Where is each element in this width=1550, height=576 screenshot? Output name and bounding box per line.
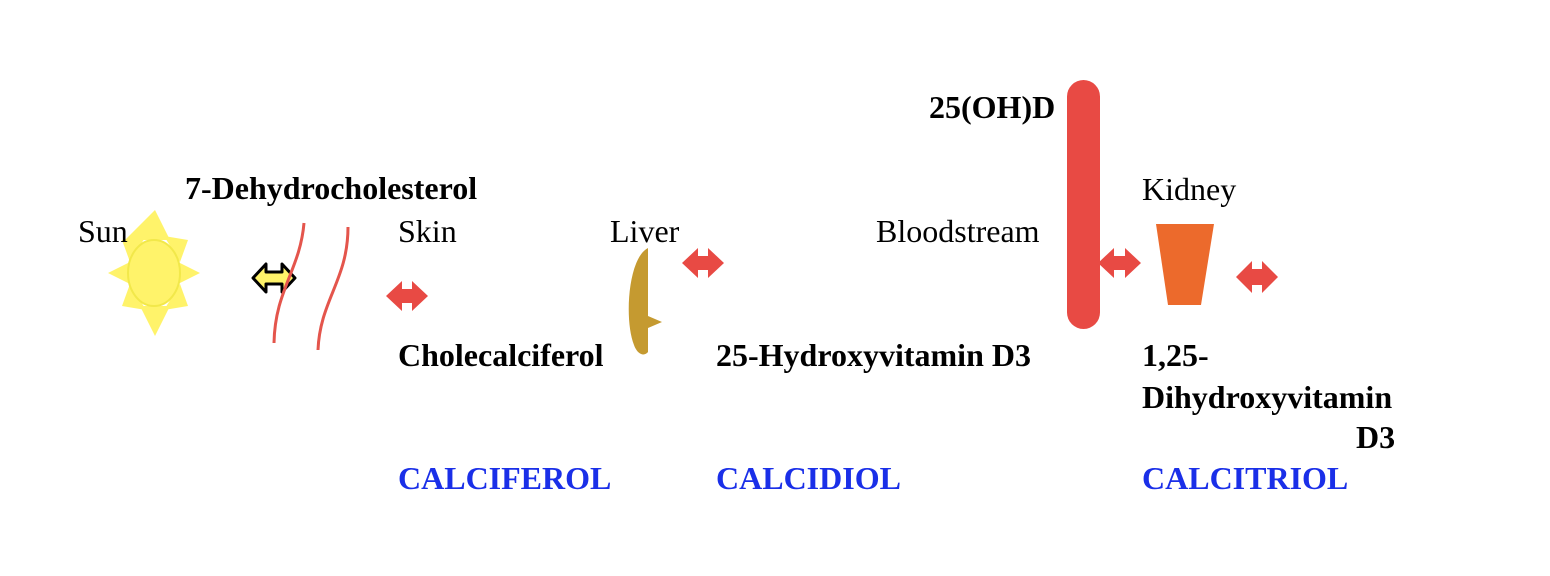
sun-label: Sun <box>78 213 128 249</box>
kidney-icon <box>1156 224 1214 305</box>
calcidiol-label: CALCIDIOL <box>716 460 901 496</box>
skin-label: Skin <box>398 213 457 249</box>
dihydroxyvitamin-label-line1: 1,25- <box>1142 337 1209 373</box>
circulating-form-label: 25(OH)D <box>929 89 1056 125</box>
skin-layer-icon <box>272 222 350 351</box>
double-arrow-icon <box>1098 248 1141 278</box>
dihydroxyvitamin-label-line2: Dihydroxyvitamin <box>1142 379 1393 415</box>
cholecalciferol-label: Cholecalciferol <box>398 337 604 373</box>
liver-label: Liver <box>610 213 680 249</box>
double-arrow-icon <box>682 248 724 278</box>
kidney-label: Kidney <box>1142 171 1237 207</box>
calciferol-label: CALCIFEROL <box>398 460 612 496</box>
double-arrow-icon <box>386 281 428 311</box>
double-arrow-icon <box>251 262 297 294</box>
hydroxyvitamin-label: 25-Hydroxyvitamin D3 <box>716 337 1031 373</box>
liver-icon <box>628 248 662 355</box>
blood-vessel-icon <box>1067 80 1100 329</box>
dihydroxyvitamin-label-line3: D3 <box>1356 419 1396 455</box>
precursor-label: 7-Dehydrocholesterol <box>185 170 478 206</box>
sun-icon <box>108 210 200 336</box>
double-arrow-icon <box>1236 261 1278 293</box>
bloodstream-label: Bloodstream <box>876 213 1040 249</box>
calcitriol-label: CALCITRIOL <box>1142 460 1349 496</box>
